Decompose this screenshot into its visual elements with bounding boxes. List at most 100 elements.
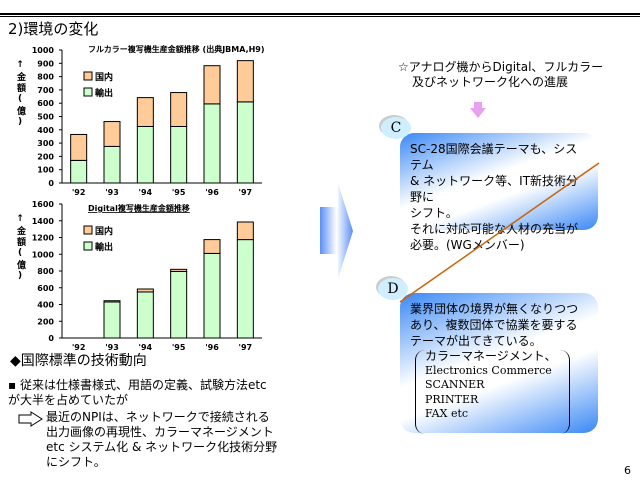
legend-swatch [83, 87, 93, 97]
x-tick-label: '97 [239, 188, 253, 197]
c-line: それに対応可能な人材の充当が [410, 222, 579, 236]
bar-国内 [170, 268, 188, 272]
title-rule [0, 13, 640, 17]
bar-輸出 [136, 125, 154, 184]
y-tick-label: 300 [37, 139, 54, 148]
y-tick-label: 200 [37, 152, 54, 161]
y-tick-label: 200 [37, 317, 54, 326]
legend-swatch [83, 225, 93, 235]
d-list-item: カラーマネージメント、 [425, 349, 557, 363]
shift-text: 最近のNPIは、ネットワークで接続される 出力画像の再現性、カラーマネージメント… [46, 410, 277, 470]
bar-国内 [170, 92, 188, 127]
bar-国内 [236, 60, 254, 103]
y-tick-label: 700 [37, 86, 54, 95]
chart-title: フルカラー複写機生産金額推移 (出典JBMA,H9) [88, 44, 265, 54]
bar-輸出 [70, 159, 88, 184]
hollow-arrow-icon [18, 411, 43, 427]
x-tick-label: '94 [139, 188, 153, 197]
bar-輸出 [136, 291, 154, 339]
x-tick-label: '93 [105, 343, 119, 350]
c-line: & ネットワーク等、IT新技術分野に [410, 174, 579, 204]
box-c: SC-28国際会議テーマも、システム & ネットワーク等、IT新技術分野に シフ… [400, 133, 598, 252]
y-tick-label: 800 [37, 73, 54, 82]
y-tick-label: 1200 [32, 234, 55, 243]
charts: 0 100 200 300 400 500 600 700 800 900 1000 '92 '93 '9… [32, 44, 265, 350]
legend-label: 輸出 [95, 241, 113, 253]
chart1-y-axis-label: ↑金額(億) [15, 60, 25, 129]
legend-label: 輸出 [95, 87, 113, 99]
bar-国内 [103, 121, 121, 147]
bar-輸出 [103, 301, 121, 339]
x-tick-label: '96 [205, 188, 219, 197]
bar-国内 [203, 239, 221, 254]
c-line: SC-28国際会議テーマも、システム [410, 142, 578, 172]
y-tick-label: 800 [37, 267, 54, 276]
x-tick-label: '95 [172, 343, 186, 350]
big-arrow-icon [320, 183, 353, 279]
bar-輸出 [203, 103, 221, 184]
legend-label: 国内 [95, 71, 113, 83]
x-tick-label: '97 [239, 343, 253, 350]
y-tick-label: 400 [37, 126, 54, 135]
legend-label: 国内 [95, 225, 113, 237]
y-tick-label: 0 [48, 179, 54, 188]
bar-輸出 [103, 145, 121, 184]
d-line: 業界団体の境界が無くなりつつ [410, 302, 579, 316]
y-tick-label: 600 [37, 99, 54, 108]
d-line: あり、複数団体で協業を要する [410, 318, 578, 332]
page-number: 6 [624, 464, 631, 477]
shift-line: 最近のNPIは、ネットワークで接続される [46, 410, 270, 424]
y-tick-label: 100 [37, 166, 54, 175]
shift-line: にシフト。 [46, 455, 106, 469]
y-tick-label: 900 [37, 59, 54, 68]
y-tick-label: 0 [48, 334, 54, 343]
bar-輸出 [236, 239, 254, 339]
y-tick-label: 500 [37, 113, 54, 122]
x-tick-label: '94 [139, 343, 153, 350]
legend-swatch [83, 71, 93, 81]
bracket [415, 350, 570, 434]
d-line: テーマが出てきている。 [410, 334, 542, 348]
d-list-item: Electronics Commerce [425, 363, 552, 377]
x-tick-label: '93 [105, 188, 119, 197]
shift-line: etc システム化 & ネットワーク化技術分野 [46, 440, 278, 454]
legend-swatch [83, 241, 93, 251]
chart-title: Digital複写機生産金額推移 [88, 203, 190, 213]
headline-line: 及びネットワーク化への進展 [412, 75, 569, 89]
bar-国内 [136, 288, 154, 293]
x-tick-label: '92 [72, 188, 86, 197]
x-tick-label: '92 [72, 343, 86, 350]
label-d: D [378, 278, 408, 300]
headline-line: ☆アナログ機からDigital、フルカラー [398, 60, 604, 74]
bullet-text: ▪ 従来は仕様書様式、用語の定義、試験方法etcが大半を占めていたが [8, 378, 267, 407]
y-tick-label: 600 [37, 284, 54, 293]
bar-輸出 [236, 101, 254, 184]
bar-輸出 [170, 125, 188, 184]
y-tick-label: 1400 [32, 217, 55, 226]
y-tick-label: 1000 [32, 46, 55, 55]
box-d: 業界団体の境界が無くなりつつ あり、複数団体で協業を要する テーマが出てきている… [400, 293, 598, 433]
shift-line: 出力画像の再現性、カラーマネージメント [46, 425, 274, 439]
bar-国内 [236, 221, 254, 241]
section-heading: ◆国際標準の技術動向 [10, 353, 147, 369]
slide-title: 2)環境の変化 [8, 20, 99, 38]
bar-国内 [103, 300, 121, 303]
d-list-item: PRINTER [425, 392, 479, 406]
y-tick-label: 400 [37, 301, 54, 310]
y-tick-label: 1000 [32, 250, 55, 259]
c-line: シフト。 [410, 206, 458, 220]
chart2-y-axis-label: ↑金額(億) [15, 214, 25, 283]
label-c: C [381, 117, 411, 139]
bar-輸出 [203, 252, 221, 339]
bar-国内 [136, 97, 154, 127]
x-tick-label: '96 [205, 343, 219, 350]
bullet-label: 従来は仕様書様式、用語の定義、試験方法etcが大半を占めていたが [8, 378, 267, 407]
y-tick-label: 1600 [32, 200, 55, 209]
bar-国内 [203, 65, 221, 105]
d-list-item: FAX etc [425, 407, 469, 420]
down-arrow-icon [470, 102, 486, 118]
x-tick-label: '95 [172, 188, 186, 197]
d-list: カラーマネージメント、 Electronics Commerce SCANNER… [425, 349, 557, 422]
bar-輸出 [170, 270, 188, 339]
d-list-item: SCANNER [425, 378, 485, 391]
